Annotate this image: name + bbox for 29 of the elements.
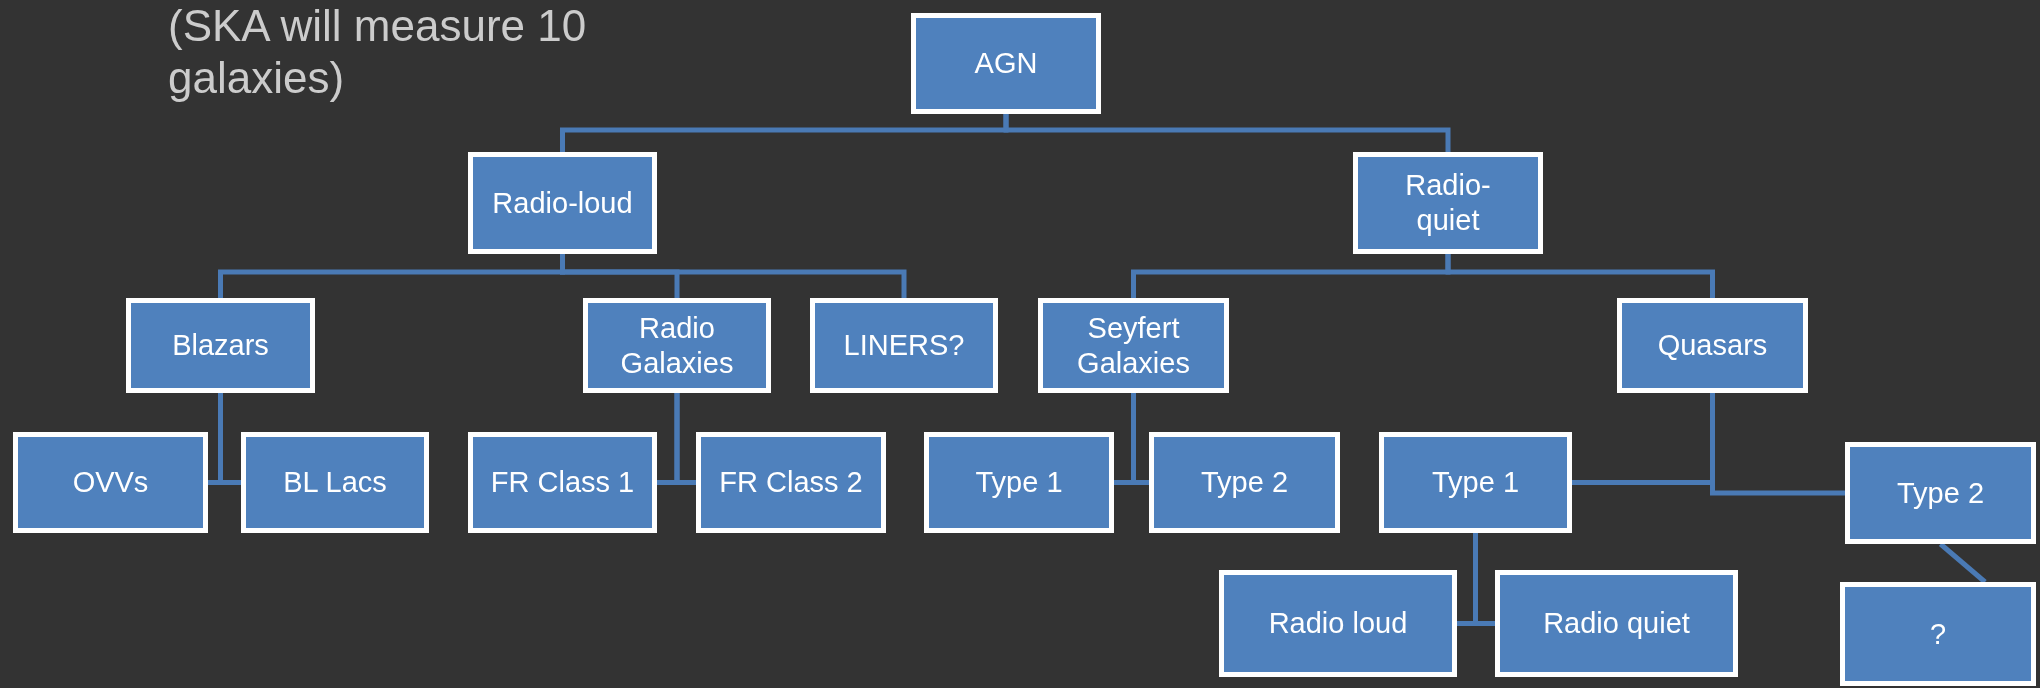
category-box: Radio Galaxies (583, 298, 771, 393)
category-box: OVVs (13, 432, 208, 533)
connector-line (560, 254, 907, 298)
category-box: ? (1840, 582, 2036, 686)
category-box: FR Class 1 (468, 432, 657, 533)
category-box: AGN (911, 13, 1101, 114)
category-box: Type 2 (1845, 442, 2036, 544)
category-box: Type 1 (1379, 432, 1572, 533)
note-text: (SKA will measure 10 galaxies) (168, 0, 588, 104)
category-box: BL Lacs (241, 432, 429, 533)
category-box: Radio- quiet (1353, 152, 1543, 254)
connector-line (218, 393, 241, 485)
category-box: Blazars (126, 298, 315, 393)
category-box: Type 2 (1149, 432, 1340, 533)
category-box: FR Class 2 (696, 432, 886, 533)
category-box: Seyfert Galaxies (1038, 298, 1229, 393)
connector-line (1710, 393, 1845, 496)
connector-line (1131, 393, 1149, 485)
connector-line (1445, 254, 1715, 298)
category-box: Type 1 (924, 432, 1114, 533)
category-box: Radio-loud (468, 152, 657, 254)
category-box: Radio quiet (1495, 570, 1738, 677)
category-box: Radio loud (1219, 570, 1457, 677)
category-box: Quasars (1617, 298, 1808, 393)
connector-line (1003, 114, 1451, 152)
category-box: LINERS? (810, 298, 998, 393)
connector-line (1473, 533, 1495, 626)
connector-line (674, 393, 696, 485)
connector-line (1938, 542, 1987, 584)
